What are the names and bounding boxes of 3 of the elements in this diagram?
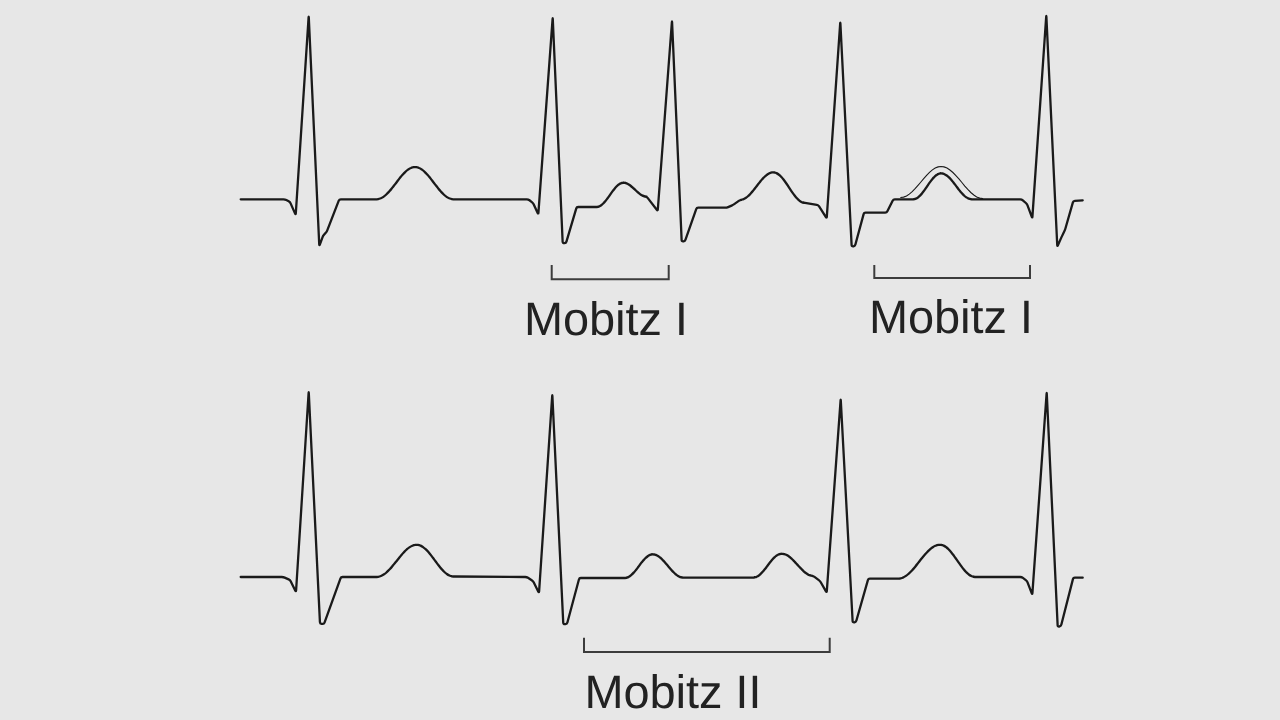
rhythm-label: Mobitz II: [588, 674, 758, 709]
rhythm-label: Mobitz I: [872, 299, 1029, 334]
rhythm-label: Mobitz I: [527, 301, 684, 336]
